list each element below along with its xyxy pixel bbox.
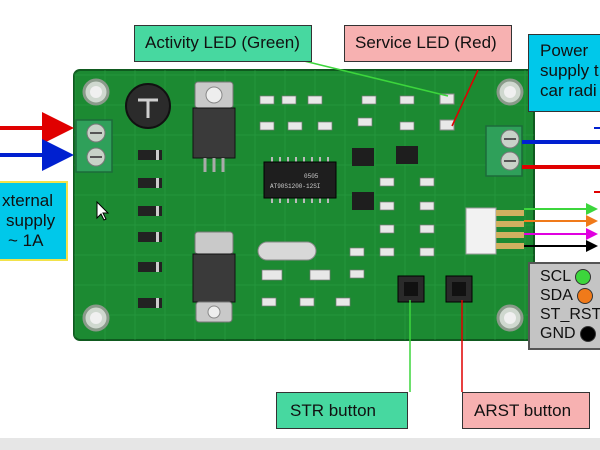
- external-line-1: xternal: [2, 191, 54, 210]
- str-button-text: STR button: [290, 401, 376, 420]
- smd-components: [259, 95, 435, 307]
- power-supply-label: Power supply t car radi: [528, 34, 600, 112]
- right-terminal-block: [485, 125, 523, 177]
- mcu-label-1: 0505: [304, 173, 319, 180]
- pin-scl-row: SCL: [540, 267, 600, 286]
- mounting-holes: [82, 78, 524, 332]
- str-button-label: STR button: [276, 392, 408, 429]
- power-line-2: supply t: [540, 61, 599, 80]
- service-led-label: Service LED (Red): [344, 25, 512, 62]
- service-led: [439, 119, 455, 131]
- arst-pushbutton: [445, 275, 473, 303]
- power-line-3: car radi: [540, 81, 597, 100]
- pin-strst-row: ST_RST: [540, 305, 600, 324]
- activity-led-label: Activity LED (Green): [134, 25, 312, 62]
- pin-gnd-row: GND: [540, 324, 600, 343]
- pin-sda-dot: [576, 287, 593, 304]
- small-chips: [352, 146, 418, 210]
- diodes-left: [138, 150, 162, 308]
- pin-header: [465, 207, 524, 255]
- pin-strst-name: ST_RST: [540, 305, 600, 323]
- arst-button-label: ARST button: [462, 392, 590, 429]
- capacitor: [125, 83, 171, 129]
- voltage-regulator-bottom: [192, 231, 236, 323]
- crystal: [257, 241, 317, 261]
- pin-scl-dot: [575, 268, 592, 285]
- voltage-regulator-top: [192, 81, 236, 172]
- mouse-cursor-icon: [96, 200, 110, 221]
- str-pushbutton: [397, 275, 425, 303]
- arst-button-text: ARST button: [474, 401, 572, 420]
- activity-led: [439, 93, 455, 105]
- service-leader: [451, 69, 479, 127]
- power-line-1: Power: [540, 41, 589, 60]
- left-terminal-block: [75, 119, 113, 173]
- pin-sda-row: SDA: [540, 286, 600, 305]
- bottom-frame: [0, 438, 600, 450]
- pin-scl-name: SCL: [540, 267, 572, 285]
- service-led-text: Service LED (Red): [355, 33, 497, 52]
- pin-gnd-dot: [579, 325, 596, 342]
- mcu-chip: 0505 AT90S1200-12SI: [263, 157, 337, 203]
- external-supply-label: xternal supply ~ 1A: [0, 181, 68, 261]
- activity-led-text: Activity LED (Green): [145, 33, 300, 52]
- pin-gnd-name: GND: [540, 324, 576, 342]
- pin-sda-name: SDA: [540, 286, 573, 304]
- pinout-label: SCL SDA ST_RST GND: [528, 262, 600, 350]
- external-line-3: ~ 1A: [8, 231, 44, 250]
- activity-leader: [299, 59, 449, 97]
- external-line-2: supply: [6, 211, 56, 230]
- mcu-label-2: AT90S1200-12SI: [270, 183, 320, 190]
